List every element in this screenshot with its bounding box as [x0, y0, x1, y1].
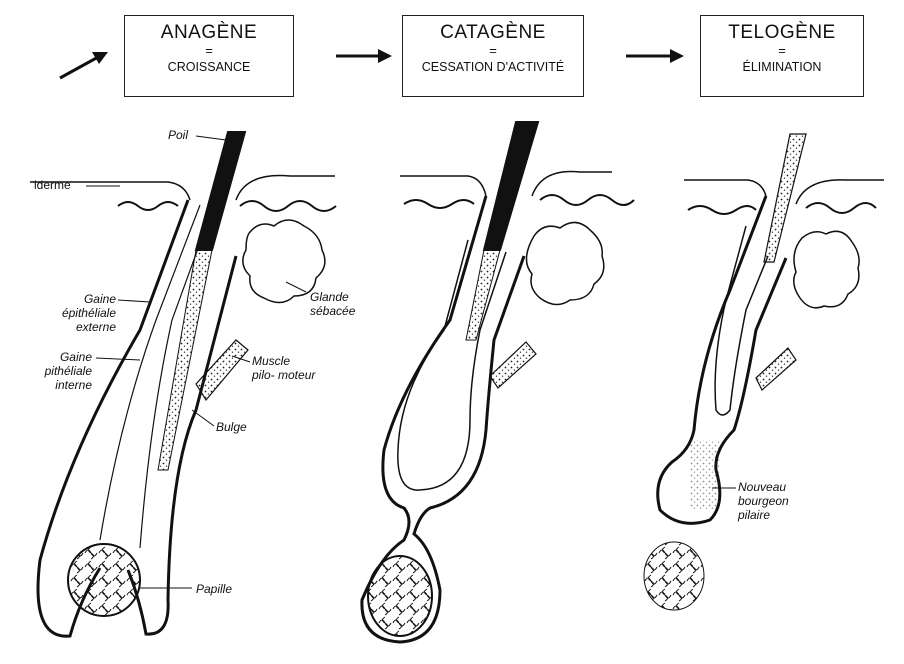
arrow-icon	[336, 49, 392, 63]
label-line: Nouveau	[738, 480, 787, 494]
phase-subtitle: CROISSANCE	[167, 60, 251, 74]
label-line: Glande	[310, 290, 349, 304]
label-line: Gaine	[59, 350, 92, 364]
label-glande-sebacee: Glande sébacée	[310, 290, 355, 318]
catagen-follicle	[360, 121, 635, 644]
arrow-icon	[626, 49, 684, 63]
label-papille: Papille	[196, 582, 233, 596]
phase-equals: =	[205, 43, 213, 58]
arrow-icon	[59, 52, 108, 80]
label-muscle-pilo-moteur: Muscle pilo- moteur	[252, 354, 315, 382]
phase-box-catagen: CATAGÈNE = CESSATION D'ACTIVITÉ	[402, 15, 584, 97]
label-line: pilaire	[738, 508, 771, 522]
telogen-follicle	[643, 133, 884, 611]
anagen-follicle	[30, 131, 337, 638]
label-line: interne	[55, 378, 92, 392]
label-line: épithéliale	[61, 306, 116, 320]
phase-title: CATAGÈNE	[440, 22, 546, 43]
label-line: bourgeon	[738, 494, 789, 508]
label-gaine-interne: Gaine pithéliale interne	[30, 350, 92, 392]
label-gaine-externe: Gaine épithéliale externe	[56, 292, 116, 334]
label-bulge: Bulge	[216, 420, 247, 434]
label-line: pithéliale	[44, 364, 92, 378]
label-epiderme: iderme	[34, 178, 71, 192]
phase-box-telogen: TELOGÈNE = ÉLIMINATION	[700, 15, 864, 97]
label-line: pilo- moteur	[252, 368, 316, 382]
phase-subtitle: ÉLIMINATION	[742, 60, 822, 74]
phase-equals: =	[778, 43, 786, 58]
label-line: sébacée	[310, 304, 356, 318]
label-poil: Poil	[168, 128, 189, 142]
label-nouveau-bourgeon-pilaire: Nouveau bourgeon pilaire	[738, 480, 789, 522]
phase-box-anagen: ANAGÈNE = CROISSANCE	[124, 15, 294, 97]
phase-title: TELOGÈNE	[728, 22, 836, 43]
label-line: Gaine	[83, 292, 116, 306]
phase-equals: =	[489, 43, 497, 58]
phase-subtitle: CESSATION D'ACTIVITÉ	[421, 60, 565, 74]
label-line: externe	[75, 320, 116, 334]
phase-title: ANAGÈNE	[160, 22, 258, 43]
label-line: Muscle	[252, 354, 291, 368]
